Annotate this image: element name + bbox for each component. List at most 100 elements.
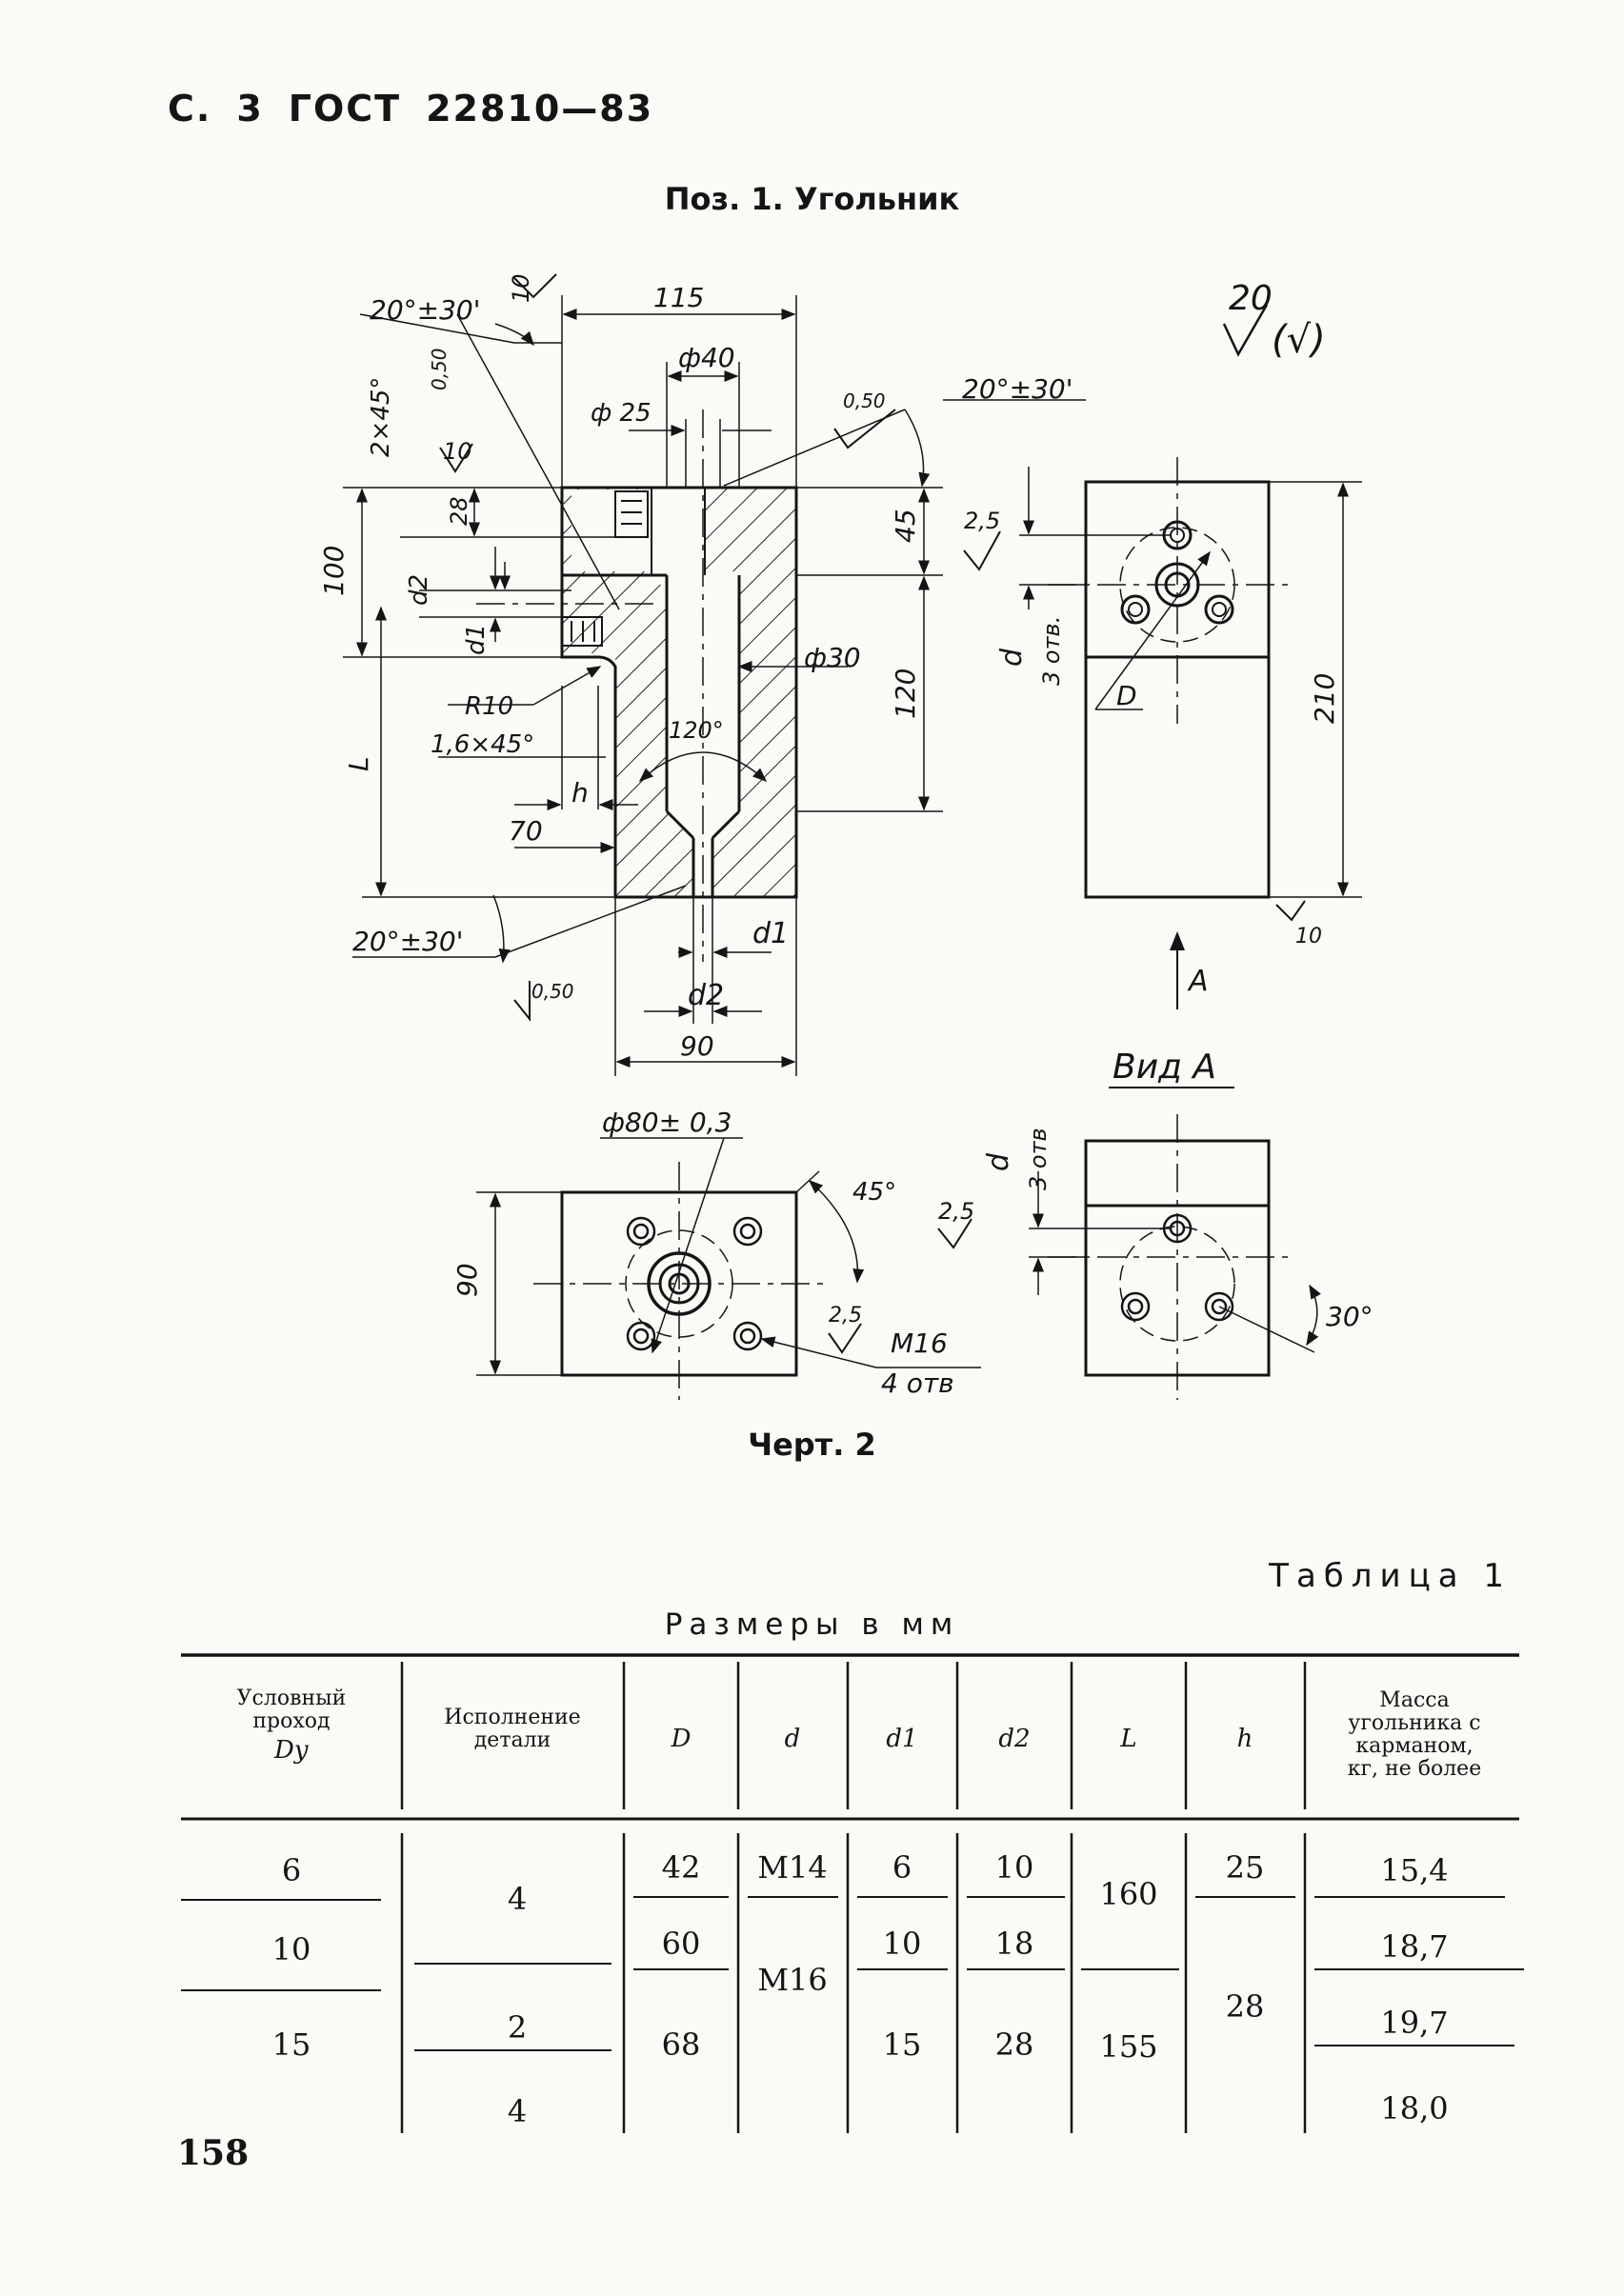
table-grid <box>181 1653 1524 2133</box>
cell-d1-10: 10 <box>883 1926 922 1962</box>
angle-120: 120° <box>669 717 724 744</box>
cell-mass-19-7: 19,7 <box>1380 2005 1448 2041</box>
page-number: 158 <box>177 2133 250 2173</box>
roughness-alt: (√) <box>1272 318 1326 362</box>
table-label: Таблица 1 <box>1269 1557 1512 1595</box>
side-dim-2-5: 2,5 <box>964 508 1000 534</box>
standard-label: ГОСТ <box>288 88 402 130</box>
cell-d2-28: 28 <box>995 2026 1034 2063</box>
dim-70: 70 <box>509 815 543 847</box>
bottom-angle-45: 45° <box>852 1178 896 1207</box>
view-a-angle-30: 30° <box>1326 1301 1373 1332</box>
th-mass-line3: карманом, <box>1355 1734 1473 1758</box>
side-view <box>963 457 1362 1009</box>
cell-mass-18-7: 18,7 <box>1380 1928 1448 1965</box>
th-h: h <box>1237 1725 1253 1753</box>
view-a <box>937 1087 1321 1400</box>
table-units: Размеры в мм <box>664 1607 960 1642</box>
roughness-10-top: 10 <box>508 273 534 303</box>
dim-h: h <box>571 777 589 809</box>
bottom-thread-m16: M16 <box>891 1328 948 1359</box>
dim-d2-bottom: d2 <box>688 979 724 1012</box>
dim-d1-bottom: d1 <box>752 917 789 950</box>
page-label: С. <box>168 88 212 130</box>
side-dim-210: 210 <box>1309 673 1340 724</box>
cell-d1-15: 15 <box>883 2026 922 2063</box>
dim-100: 100 <box>318 546 350 596</box>
cell-d-m14: M14 <box>757 1849 827 1886</box>
cell-isp-2: 2 <box>508 2009 527 2046</box>
th-mass-line4: кг, не более <box>1348 1757 1481 1781</box>
drawing-caption: Черт. 2 <box>748 1427 876 1463</box>
roughness-10: 10 <box>443 438 472 465</box>
bottom-view <box>476 1137 981 1400</box>
cell-dy-10: 10 <box>272 1931 311 1967</box>
side-dim-d: d <box>995 648 1029 667</box>
side-dim-3-holes: 3 отв. <box>1038 616 1065 686</box>
cell-L-155: 155 <box>1099 2028 1157 2065</box>
bottom-roughness-2-5: 2,5 <box>829 1304 862 1328</box>
view-arrow-a: A <box>1187 965 1209 998</box>
angle-bottom: 20°±30' <box>352 926 463 957</box>
dim-28: 28 <box>446 496 472 526</box>
bottom-dim-phi80: ф80± 0,3 <box>602 1107 732 1138</box>
roughness-050-bottom: 0,50 <box>531 980 574 1003</box>
dim-115: 115 <box>653 282 704 313</box>
cell-mass-15-4: 15,4 <box>1380 1852 1448 1888</box>
standard-number: 22810—83 <box>426 88 654 130</box>
roughness-050-right: 0,50 <box>843 389 886 412</box>
cell-d2-10: 10 <box>995 1849 1034 1886</box>
dim-L: L <box>343 756 374 771</box>
side-roughness-10: 10 <box>1295 925 1322 948</box>
cell-D-42: 42 <box>662 1849 701 1886</box>
dim-phi30: ф30 <box>804 642 861 673</box>
view-a-dim-d: d <box>982 1152 1015 1171</box>
view-a-roughness-2-5: 2,5 <box>938 1198 974 1225</box>
part-title: Поз. 1. Угольник <box>664 181 960 217</box>
roughness-main: 20 <box>1229 279 1273 318</box>
roughness-050-top: 0,50 <box>428 348 451 390</box>
th-isp-line2: детали <box>474 1728 551 1752</box>
dim-45: 45 <box>890 509 921 543</box>
chamfer-1-6: 1,6×45° <box>431 730 534 759</box>
th-D: D <box>671 1725 692 1753</box>
view-a-title: Вид А <box>1113 1048 1216 1087</box>
cell-D-68: 68 <box>662 2026 701 2063</box>
th-d1: d1 <box>886 1725 917 1753</box>
dim-120: 120 <box>890 669 921 719</box>
front-view <box>343 273 1086 1076</box>
view-a-3-holes: 3 отв <box>1025 1128 1052 1190</box>
cell-h-25: 25 <box>1226 1849 1265 1886</box>
page-no: 3 <box>236 88 264 130</box>
angle-right: 20°±30' <box>962 373 1073 405</box>
cell-mass-18-0: 18,0 <box>1380 2090 1448 2126</box>
cell-h-28: 28 <box>1226 1988 1265 2025</box>
th-d: d <box>785 1725 801 1753</box>
th-L: L <box>1119 1725 1136 1753</box>
th-dy-line2: проход <box>252 1709 330 1733</box>
page-header: С. 3 ГОСТ 22810—83 <box>168 88 678 130</box>
cell-L-160: 160 <box>1099 1876 1157 1912</box>
angle-top: 20°±30' <box>370 294 480 326</box>
cell-isp-4a: 4 <box>508 1881 527 1917</box>
dim-d1-left: d1 <box>462 624 491 655</box>
cell-d2-18: 18 <box>995 1926 1034 1962</box>
cell-d1-6: 6 <box>892 1849 912 1886</box>
radius-r10: R10 <box>465 692 513 721</box>
th-mass-line1: Масса <box>1379 1688 1449 1712</box>
th-dy-line3: Dу <box>273 1736 309 1765</box>
th-dy-line1: Условный <box>237 1687 347 1710</box>
th-d2: d2 <box>998 1725 1030 1753</box>
cell-isp-4b: 4 <box>508 2093 527 2129</box>
chamfer-2x45: 2×45° <box>367 377 395 457</box>
cell-D-60: 60 <box>662 1926 701 1962</box>
dim-phi40: ф40 <box>678 342 735 373</box>
dim-d2-left: d2 <box>405 574 433 606</box>
cell-dy-15: 15 <box>272 2026 311 2063</box>
bottom-4-holes: 4 отв <box>881 1368 954 1399</box>
dim-90: 90 <box>680 1030 714 1062</box>
cell-dy-6: 6 <box>282 1852 301 1888</box>
cell-d-m16: M16 <box>757 1962 827 1998</box>
side-dim-D: D <box>1116 680 1137 711</box>
